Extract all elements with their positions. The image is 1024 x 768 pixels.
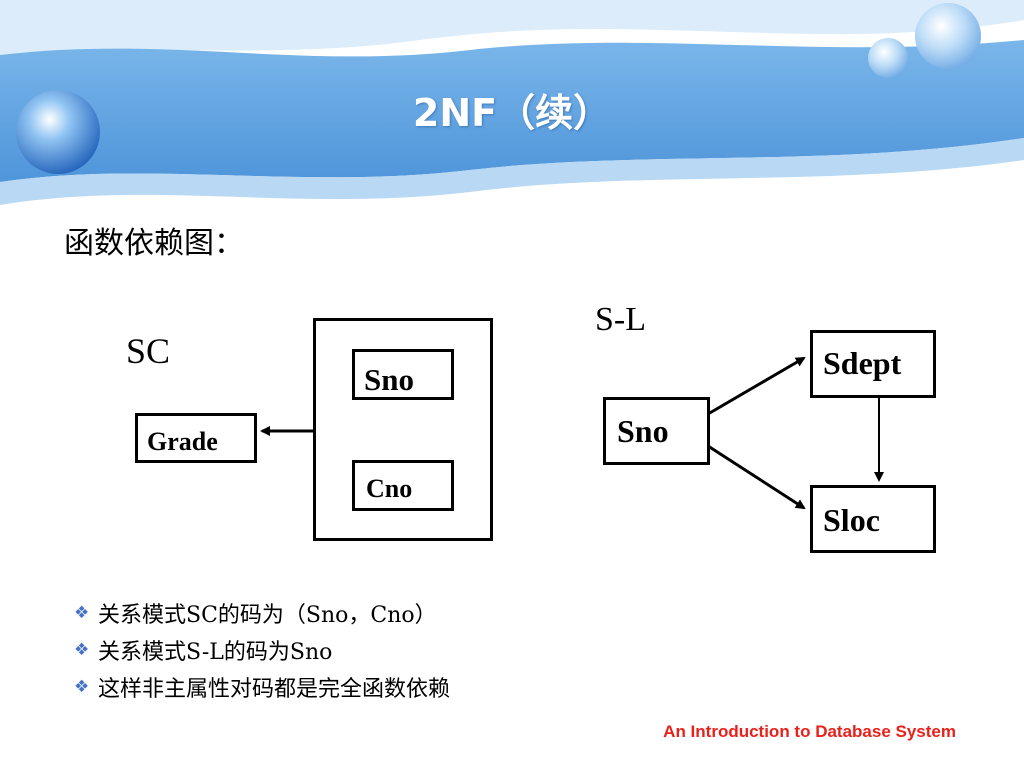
sc-grade-box: Grade [135,413,257,463]
slide-title: 2NF（续） [412,91,612,135]
bullet-text: 这样非主属性对码都是完全函数依赖 [98,676,451,702]
sl-sdept-box: Sdept [810,330,936,398]
header-banner [0,0,1024,205]
sc-cno-box: Cno [352,460,454,511]
sc-label: SC [126,331,171,371]
list-item: ❖ 关系模式S-L的码为Sno [74,631,450,668]
decorative-orb-icon [16,90,100,174]
diamond-bullet-icon: ❖ [74,639,90,660]
sl-sno-box: Sno [603,397,710,465]
sc-sno-text: Sno [364,362,414,397]
sl-sloc-text: Sloc [823,502,880,538]
bullet-text: 关系模式SC的码为（Sno，Cno） [98,602,437,628]
decorative-orb-icon [868,38,908,78]
arrow-sno-to-sdept [707,356,806,416]
sl-sdept-text: Sdept [823,345,902,381]
sc-grade-text: Grade [147,427,218,456]
diagram-heading: 函数依赖图： [64,226,244,261]
sl-sloc-box: Sloc [810,485,936,553]
sl-sno-text: Sno [617,413,669,449]
bullet-list: ❖ 关系模式SC的码为（Sno，Cno） ❖ 关系模式S-L的码为Sno ❖ 这… [74,594,450,705]
list-item: ❖ 关系模式SC的码为（Sno，Cno） [74,594,450,631]
diamond-bullet-icon: ❖ [74,676,90,697]
bullet-text: 关系模式S-L的码为Sno [98,639,333,665]
decorative-orb-icon [915,3,981,69]
diamond-bullet-icon: ❖ [74,602,90,623]
sc-cno-text: Cno [366,474,413,503]
sc-sno-box: Sno [352,349,454,400]
list-item: ❖ 这样非主属性对码都是完全函数依赖 [74,668,450,705]
footer-course-title: An Introduction to Database System [663,722,956,741]
sl-label: S-L [595,301,646,338]
arrow-sno-to-sloc [707,444,806,510]
